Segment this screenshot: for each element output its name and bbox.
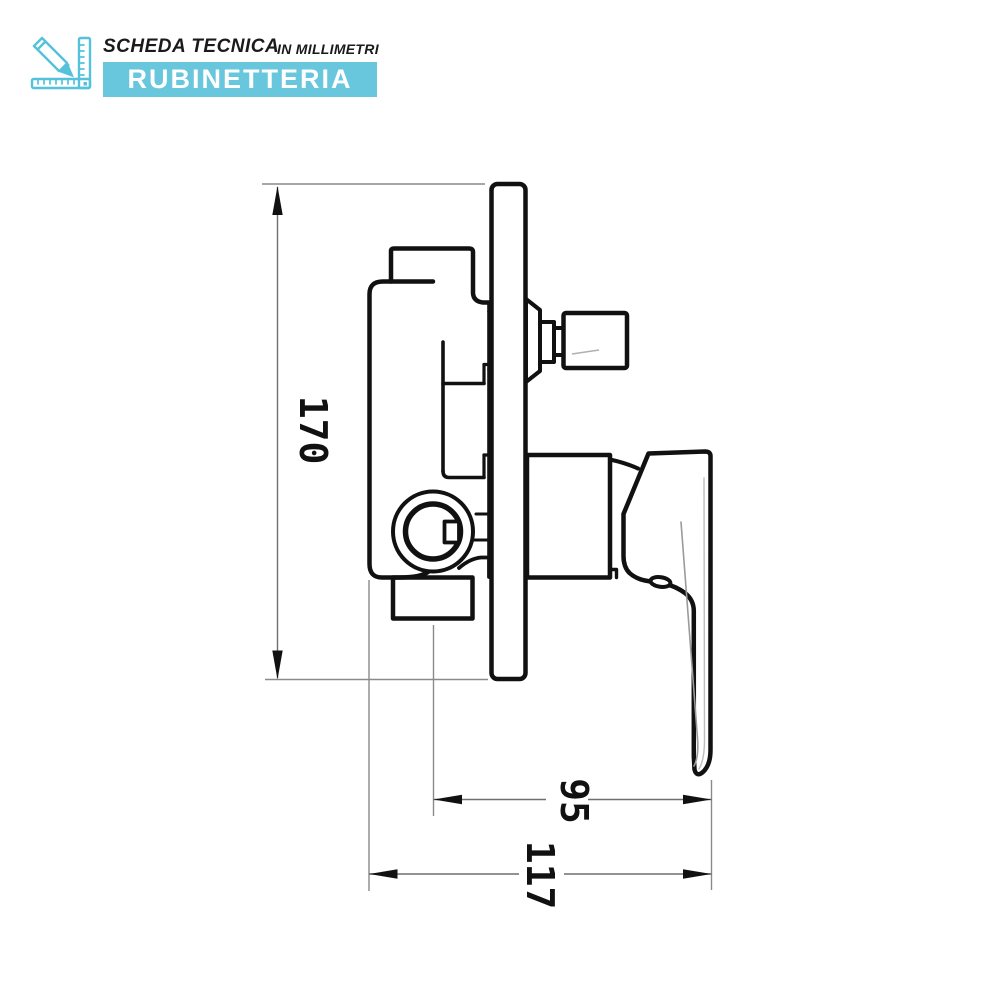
diverter-knob bbox=[524, 297, 630, 384]
dimension-arrowheads bbox=[272, 186, 712, 879]
valve-body bbox=[367, 246, 499, 621]
pencil-ruler-icon bbox=[22, 26, 102, 104]
wall-plate bbox=[489, 181, 528, 682]
handle-rosette bbox=[524, 452, 613, 580]
handle-connector bbox=[608, 457, 640, 471]
port-keyway-notch bbox=[442, 519, 461, 545]
port-outer-circle bbox=[391, 489, 475, 574]
handle-lever-blade bbox=[621, 449, 713, 777]
bottom-port-block bbox=[390, 575, 475, 621]
dim-label-total-depth: 117 bbox=[518, 841, 562, 910]
dim-label-height: 170 bbox=[291, 396, 335, 465]
extension-lines bbox=[262, 183, 713, 891]
brand-banner: RUBINETTERIA bbox=[103, 62, 377, 97]
dim-label-handle-depth: 95 bbox=[552, 778, 596, 824]
mixer-handle bbox=[524, 449, 713, 777]
sheet-unit-note: IN MILLIMETRI bbox=[277, 41, 379, 57]
handle-pivot bbox=[648, 575, 673, 589]
brand-banner-label: RUBINETTERIA bbox=[127, 64, 353, 94]
sheet-title: SCHEDA TECNICA bbox=[103, 36, 280, 57]
